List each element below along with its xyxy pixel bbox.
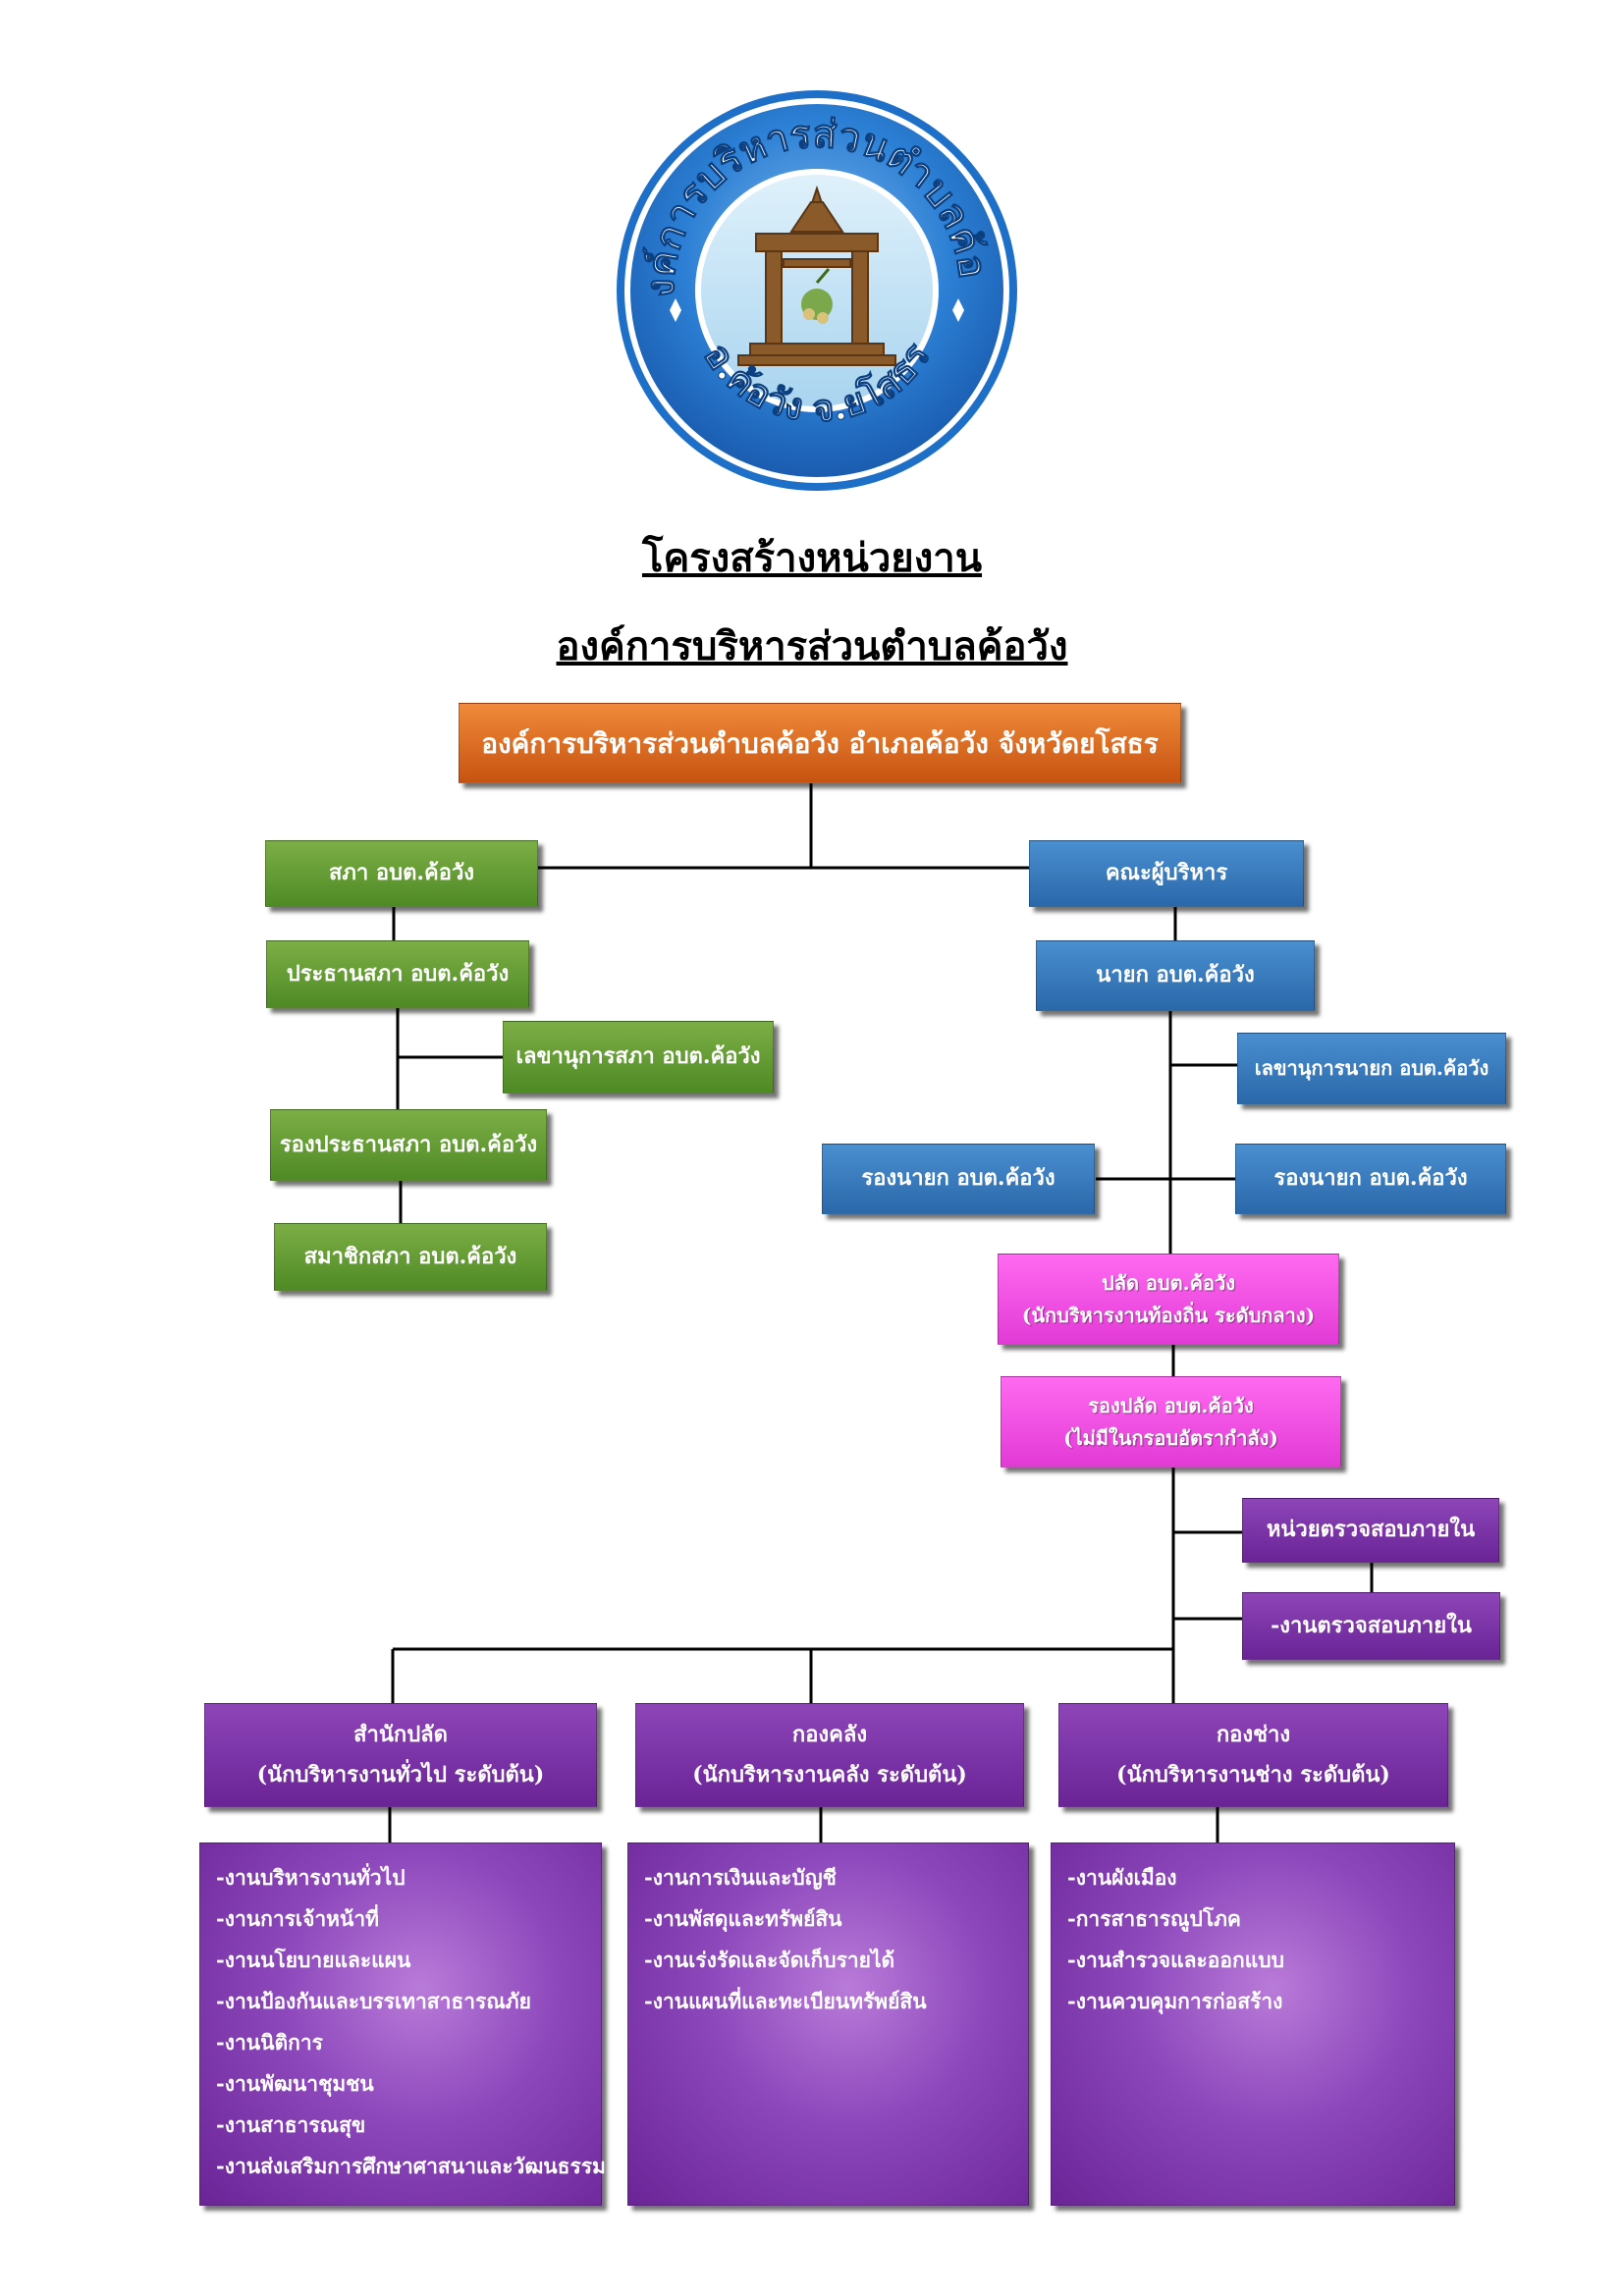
flower-ornament-icon	[670, 298, 964, 322]
vice-mayor-right-box: รองนายก อบต.ค้อวัง	[1235, 1144, 1506, 1214]
mayor-secretary-label: เลขานุการนายก อบต.ค้อวัง	[1254, 1056, 1489, 1080]
list-item: -งานสาธารณสุข	[216, 2112, 366, 2137]
internal-audit-unit-box: หน่วยตรวจสอบภายใน	[1242, 1498, 1499, 1563]
mayor-label: นายก อบต.ค้อวัง	[1096, 962, 1255, 988]
deputy-palad-title: รองปลัด อบต.ค้อวัง	[1088, 1393, 1254, 1417]
internal-audit-unit-label: หน่วยตรวจสอบภายใน	[1266, 1517, 1476, 1543]
list-item: -งานสำรวจและออกแบบ	[1067, 1948, 1284, 1972]
division-name: กองช่าง	[1216, 1721, 1291, 1747]
council-secretary-box: เลขานุการสภา อบต.ค้อวัง	[503, 1021, 774, 1094]
executive-board-label: คณะผู้บริหาร	[1105, 860, 1228, 886]
list-item: -งานส่งเสริมการศึกษาศาสนาและวัฒนธรรม	[216, 2154, 606, 2178]
plant-icon	[801, 268, 833, 324]
council-label: สภา อบต.ค้อวัง	[328, 860, 475, 886]
division-name: กองคลัง	[791, 1721, 868, 1747]
list-item: -งานนิติการ	[216, 2030, 323, 2055]
list-item: -งานผังเมือง	[1067, 1865, 1177, 1890]
list-item: -งานบริหารงานทั่วไป	[216, 1865, 406, 1890]
top-organization-box: องค์การบริหารส่วนตำบลค้อวัง อำเภอค้อวัง …	[459, 703, 1181, 783]
division-level: (นักบริหารงานคลัง ระดับต้น)	[692, 1762, 967, 1788]
palad-level: (นักบริหารงานท้องถิ่น ระดับกลาง)	[1021, 1303, 1316, 1327]
executive-board-box: คณะผู้บริหาร	[1029, 840, 1304, 907]
list-item: -การสาธารณูปโภค	[1067, 1906, 1241, 1931]
division-box-finance: กองคลัง (นักบริหารงานคลัง ระดับต้น)	[635, 1703, 1024, 1807]
council-chair-label: ประธานสภา อบต.ค้อวัง	[286, 960, 510, 987]
page-title: โครงสร้างหน่วยงาน	[641, 535, 983, 581]
list-item: -งานนโยบายและแผน	[216, 1948, 411, 1972]
list-item: -งานพัสดุและทรัพย์สิน	[644, 1906, 842, 1931]
council-box: สภา อบต.ค้อวัง	[265, 840, 538, 907]
list-item: -งานพัฒนาชุมชน	[216, 2071, 374, 2096]
division-box-engineering: กองช่าง (นักบริหารงานช่าง ระดับต้น)	[1058, 1703, 1448, 1807]
top-organization-label: องค์การบริหารส่วนตำบลค้อวัง อำเภอค้อวัง …	[481, 726, 1159, 760]
mayor-box: นายก อบต.ค้อวัง	[1036, 940, 1315, 1011]
council-secretary-label: เลขานุการสภา อบต.ค้อวัง	[515, 1043, 761, 1070]
palad-title: ปลัด อบต.ค้อวัง	[1102, 1270, 1235, 1295]
vice-mayor-left-box: รองนายก อบต.ค้อวัง	[822, 1144, 1095, 1214]
council-chair-box: ประธานสภา อบต.ค้อวัง	[266, 940, 529, 1008]
task-list-finance: -งานการเงินและบัญชี -งานพัสดุและทรัพย์สิ…	[627, 1842, 1029, 2206]
deputy-palad-note: (ไม่มีในกรอบอัตรากำลัง)	[1063, 1425, 1278, 1450]
task-list-palad-office: -งานบริหารงานทั่วไป -งานการเจ้าหน้าที่ -…	[199, 1842, 606, 2206]
mayor-secretary-box: เลขานุการนายก อบต.ค้อวัง	[1237, 1033, 1506, 1104]
list-item: -งานเร่งรัดและจัดเก็บรายได้	[644, 1948, 895, 1972]
deputy-palad-box: รองปลัด อบต.ค้อวัง (ไม่มีในกรอบอัตรากำลั…	[1001, 1376, 1341, 1468]
internal-audit-work-label: -งานตรวจสอบภายใน	[1271, 1612, 1472, 1638]
task-list-engineering: -งานผังเมือง -การสาธารณูปโภค -งานสำรวจแล…	[1051, 1842, 1455, 2206]
internal-audit-work-box: -งานตรวจสอบภายใน	[1242, 1592, 1500, 1660]
council-members-box: สมาชิกสภา อบต.ค้อวัง	[274, 1223, 547, 1291]
pavilion-icon	[737, 185, 896, 366]
division-level: (นักบริหารงานช่าง ระดับต้น)	[1116, 1762, 1390, 1788]
council-vice-chair-label: รองประธานสภา อบต.ค้อวัง	[279, 1131, 538, 1157]
list-item: -งานการเงินและบัญชี	[644, 1865, 837, 1890]
council-vice-chair-box: รองประธานสภา อบต.ค้อวัง	[270, 1109, 547, 1181]
vice-mayor-left-label: รองนายก อบต.ค้อวัง	[861, 1165, 1056, 1192]
council-members-label: สมาชิกสภา อบต.ค้อวัง	[303, 1243, 517, 1269]
organization-logo: องค์การบริหารส่วนตำบลค้อวัง อ.ค้อวัง จ.ย…	[613, 86, 1017, 491]
list-item: -งานการเจ้าหน้าที่	[216, 1906, 380, 1931]
list-item: -งานแผนที่และทะเบียนทรัพย์สิน	[644, 1989, 927, 2013]
palad-box: ปลัด อบต.ค้อวัง (นักบริหารงานท้องถิ่น ระ…	[998, 1254, 1339, 1345]
page-subtitle: องค์การบริหารส่วนตำบลค้อวัง	[556, 623, 1068, 669]
division-box-palad-office: สำนักปลัด (นักบริหารงานทั่วไป ระดับต้น)	[204, 1703, 597, 1807]
vice-mayor-right-label: รองนายก อบต.ค้อวัง	[1273, 1165, 1468, 1192]
list-item: -งานป้องกันและบรรเทาสาธารณภัย	[216, 1989, 531, 2013]
division-level: (นักบริหารงานทั่วไป ระดับต้น)	[256, 1762, 545, 1788]
division-name: สำนักปลัด	[353, 1721, 448, 1747]
list-item: -งานควบคุมการก่อสร้าง	[1067, 1989, 1283, 2013]
